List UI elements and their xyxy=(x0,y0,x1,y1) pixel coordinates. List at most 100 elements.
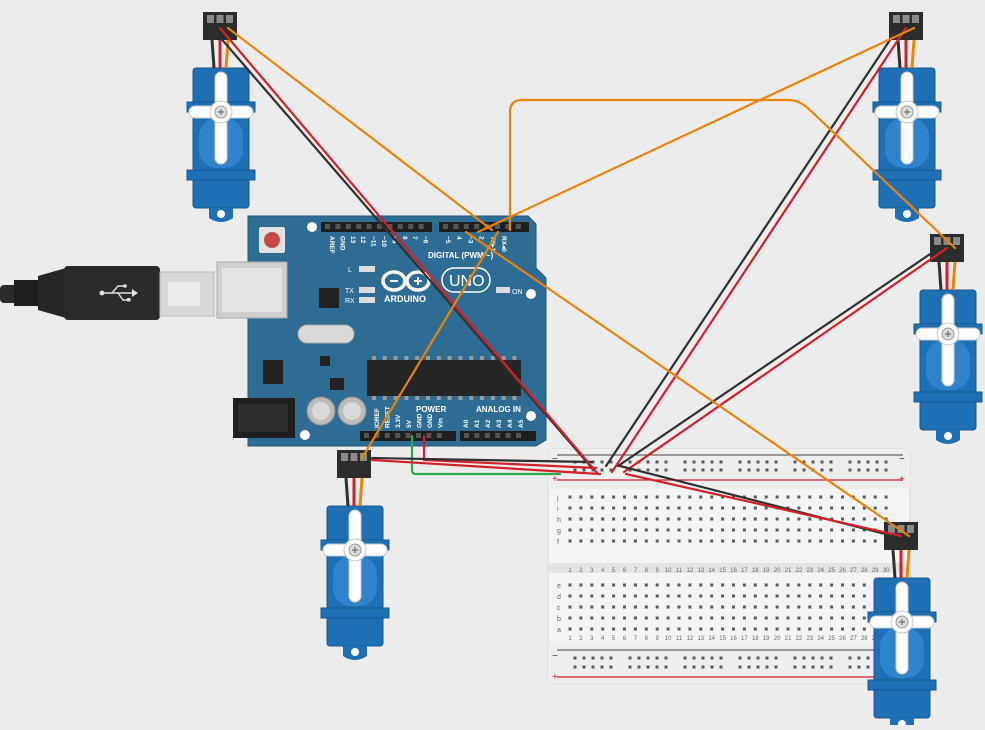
column-label: 22 xyxy=(796,568,803,574)
wire-signal-servo-rm[interactable] xyxy=(508,98,957,250)
pin-label: A1 xyxy=(474,419,481,428)
pin-label: A4 xyxy=(507,419,514,428)
column-label: 20 xyxy=(774,568,781,574)
wire-signal-servo-bc[interactable] xyxy=(360,230,500,460)
breadboard[interactable]: − + − + − + 1122334455667788991010111112… xyxy=(547,448,911,684)
row-label: b xyxy=(557,616,561,623)
column-label: 30 xyxy=(883,568,890,574)
wire-power-servo-br[interactable] xyxy=(624,472,903,538)
row-label: g xyxy=(557,528,561,535)
column-label: 3 xyxy=(590,568,594,574)
row-label: j xyxy=(556,495,559,502)
servo-top-right[interactable] xyxy=(872,12,942,223)
wire-ground-board[interactable] xyxy=(370,456,594,464)
pin-label: IOREF xyxy=(374,408,381,428)
column-label: 26 xyxy=(839,636,846,642)
column-label: 18 xyxy=(752,568,759,574)
wire-power-servo-bottom[interactable] xyxy=(370,458,602,476)
row-label: c xyxy=(557,605,561,612)
column-label: 28 xyxy=(861,636,868,642)
column-label: 5 xyxy=(612,636,616,642)
pin-label: A3 xyxy=(496,419,503,428)
column-label: 1 xyxy=(568,636,572,642)
usb-icon xyxy=(99,284,138,302)
row-label: h xyxy=(557,517,561,524)
pin-label: GND xyxy=(427,413,434,428)
wire-signal-servo-tr[interactable] xyxy=(476,26,916,234)
column-label: 23 xyxy=(806,568,813,574)
pin-label: ~5 xyxy=(444,236,451,244)
column-label: 2 xyxy=(579,636,583,642)
pin-label: 3.3V xyxy=(395,414,402,428)
pin-label: 13 xyxy=(349,236,356,244)
column-label: 8 xyxy=(645,568,649,574)
power-header-label: POWER xyxy=(416,405,446,414)
column-label: 13 xyxy=(697,636,704,642)
column-label: 19 xyxy=(763,636,770,642)
column-label: 7 xyxy=(634,636,638,642)
arduino-uno-board[interactable]: L TX RX ON ARDUINO UNO DIGITAL (PWM ~) P… xyxy=(216,215,547,447)
arduino-logo xyxy=(381,270,431,292)
rail-plus-label-right: + xyxy=(899,474,905,485)
wire-ground-servo-tl[interactable] xyxy=(210,26,594,470)
servo-bottom-center[interactable] xyxy=(320,450,390,661)
column-label: 20 xyxy=(774,636,781,642)
wire-ground-servo-rm[interactable] xyxy=(616,246,941,468)
column-label: 15 xyxy=(719,636,726,642)
pin-label: 5V xyxy=(406,419,413,428)
column-label: 22 xyxy=(796,636,803,642)
pin-label: A0 xyxy=(463,419,470,428)
model-label: UNO xyxy=(449,273,485,290)
rail-plus-label-bottom: + xyxy=(552,672,558,683)
rail-minus-label: − xyxy=(552,454,558,465)
wire-signal-servo-br[interactable] xyxy=(464,230,911,538)
pin-label: ~3 xyxy=(466,236,473,244)
pin-label: Vin xyxy=(438,418,445,428)
column-label: 17 xyxy=(741,636,748,642)
row-label: e xyxy=(557,583,561,590)
servo-right-middle[interactable] xyxy=(913,234,983,445)
rail-plus-label: + xyxy=(552,474,558,485)
servo-top-left[interactable] xyxy=(186,12,256,223)
wires[interactable] xyxy=(210,26,957,538)
pin-label: RX◂0 xyxy=(500,236,507,252)
rail-minus-label-bottom: − xyxy=(552,651,558,662)
pin-label: AREF xyxy=(328,236,335,254)
column-label: 16 xyxy=(730,568,737,574)
wire-signal-servo-tl[interactable] xyxy=(226,26,494,232)
brand-label: ARDUINO xyxy=(384,294,426,304)
servo-bottom-right[interactable] xyxy=(867,522,937,730)
column-label: 14 xyxy=(708,568,715,574)
column-label: 21 xyxy=(785,636,792,642)
pin-label: A5 xyxy=(518,419,525,428)
led-tx-label: TX xyxy=(345,288,354,295)
digital-header-label: DIGITAL (PWM ~) xyxy=(428,251,494,260)
usb-cable xyxy=(0,266,215,320)
pin-label: ~6 xyxy=(422,236,429,244)
column-label: 26 xyxy=(839,568,846,574)
column-label: 24 xyxy=(817,636,824,642)
wire-ground-servo-tr[interactable] xyxy=(604,26,900,468)
analog-header-label: ANALOG IN xyxy=(476,405,521,414)
pin-label: 12 xyxy=(359,236,366,244)
column-label: 13 xyxy=(697,568,704,574)
wire-5v-green[interactable] xyxy=(410,434,562,476)
column-label: 11 xyxy=(676,636,683,642)
column-label: 8 xyxy=(645,636,649,642)
led-rx-label: RX xyxy=(345,298,355,305)
column-label: 2 xyxy=(579,568,583,574)
rail-minus-label-right: − xyxy=(899,454,905,465)
wire-power-servo-rm[interactable] xyxy=(622,246,949,474)
row-label: a xyxy=(557,627,561,634)
column-label: 14 xyxy=(708,636,715,642)
row-label: d xyxy=(557,594,561,601)
wire-power-servo-tr[interactable] xyxy=(610,26,908,474)
pin-label: 7 xyxy=(411,236,418,240)
column-label: 28 xyxy=(861,568,868,574)
column-label: 1 xyxy=(568,568,572,574)
pin-label: ~10 xyxy=(380,236,387,247)
column-label: 18 xyxy=(752,636,759,642)
row-label: i xyxy=(557,506,559,513)
wire-power-servo-tl[interactable] xyxy=(218,26,600,476)
